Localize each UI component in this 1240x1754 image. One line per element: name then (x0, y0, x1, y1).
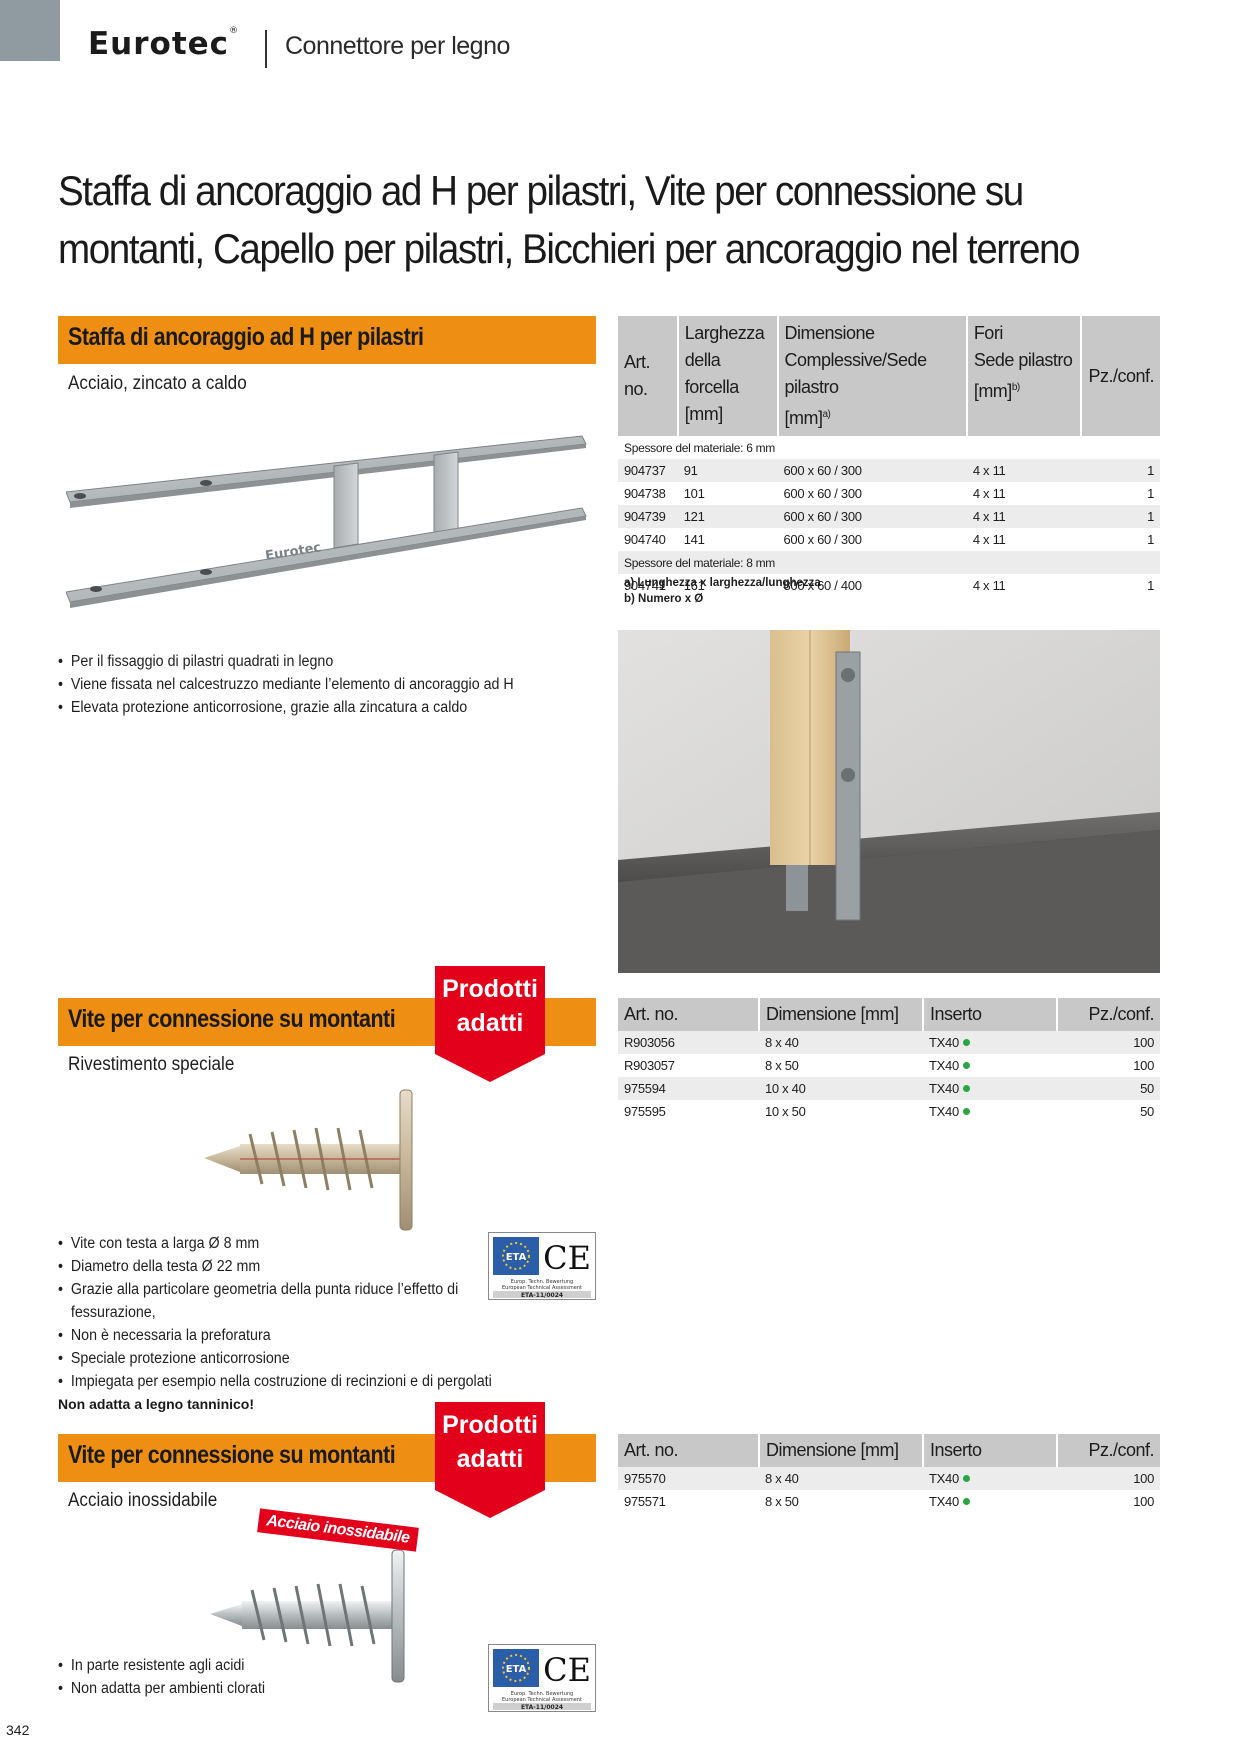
eta-ce-icon: ETA CE Europ. Techn. Bewertung European … (493, 1237, 591, 1299)
svg-text:ETA: ETA (506, 1664, 527, 1675)
section3-badge: Prodotti adatti (435, 1402, 545, 1518)
svg-text:CE: CE (543, 1239, 591, 1277)
table-header-row: Art. no. Dimensione [mm] Inserto Pz./con… (618, 998, 1160, 1031)
section1-bullet: Per il fissaggio di pilastri quadrati in… (58, 650, 514, 673)
tx-drive-dot-icon (962, 1085, 970, 1092)
badge-tip (435, 1054, 545, 1082)
header-divider (265, 30, 267, 68)
svg-text:European Technical Assessment: European Technical Assessment (502, 1285, 582, 1291)
coated-screw-image (204, 1089, 413, 1231)
section2-badge: Prodotti adatti (435, 966, 545, 1082)
installation-photo (618, 630, 1160, 973)
page-title-line-1: Staffa di ancoraggio ad H per pilastri, … (58, 167, 1024, 214)
section2-bullet: Grazie alla particolare geometria della … (58, 1278, 492, 1301)
section1-table-notes: a) Lunghezza x larghezza/lunghezza b) Nu… (624, 577, 821, 605)
section3-eta-ce-mark: ETA CE Europ. Techn. Bewertung European … (488, 1644, 596, 1712)
badge-tip (435, 1490, 545, 1518)
col-header-art: Art. no. (618, 998, 760, 1031)
col-header-pz: Pz./conf. (1057, 1434, 1160, 1467)
col-header-dimensione: Dimensione [mm] (759, 1434, 924, 1467)
section3-spec-table: Art. no. Dimensione [mm] Inserto Pz./con… (618, 1434, 1160, 1513)
stainless-screw-image (210, 1549, 405, 1683)
eta-ce-icon: ETA CE Europ. Techn. Bewertung European … (493, 1649, 591, 1711)
badge-body: Prodotti adatti (435, 966, 545, 1054)
section2-eta-ce-mark: ETA CE Europ. Techn. Bewertung European … (488, 1232, 596, 1300)
col-header-inserto: Inserto (923, 1434, 1058, 1467)
section2-bullet-continuation: fessurazione, (70, 1304, 156, 1321)
tx-drive-dot-icon (962, 1062, 970, 1069)
col-header-dimensione: Dimensione [mm] (759, 998, 924, 1031)
section2-title: Vite per connessione su montanti (68, 1005, 396, 1033)
section1-title: Staffa di ancoraggio ad H per pilastri (68, 323, 424, 351)
section3-bullet: Non adatta per ambienti clorati (58, 1677, 265, 1700)
badge-body: Prodotti adatti (435, 1402, 545, 1490)
table-group-row: Spessore del materiale: 6 mm (624, 440, 775, 455)
section2-bullet: Speciale protezione anticorrosione (58, 1347, 492, 1370)
section2-bullet: Non è necessaria la preforatura (58, 1324, 492, 1347)
col-header-larghezza: Larghezza della forcella [mm] (677, 316, 779, 436)
col-header-art: Art. no. (618, 1434, 760, 1467)
corner-block (0, 0, 60, 61)
tx-drive-dot-icon (962, 1475, 970, 1482)
section3-bullet: In parte resistente agli acidi (58, 1654, 265, 1677)
col-header-pz: Pz./conf. (1081, 316, 1160, 436)
tx-drive-dot-icon (962, 1039, 970, 1046)
svg-text:ETA-11/0024: ETA-11/0024 (521, 1292, 563, 1299)
brand-logo: Eurotec® (88, 26, 240, 62)
section1-title-bar: Staffa di ancoraggio ad H per pilastri (58, 316, 596, 364)
svg-text:Europ. Techn. Bewertung: Europ. Techn. Bewertung (511, 1691, 573, 1697)
header-subtitle: Connettore per legno (285, 32, 510, 60)
svg-text:ETA-11/0024: ETA-11/0024 (521, 1704, 563, 1711)
col-header-dimensione: Dimensione Complessive/Sede pilastro [mm… (777, 316, 968, 436)
table-header-row: Art. no. Dimensione [mm] Inserto Pz./con… (618, 1434, 1160, 1467)
page-number: 342 (6, 1722, 30, 1738)
col-header-pz: Pz./conf. (1057, 998, 1160, 1031)
section2-bullet: Impiegata per esempio nella costruzione … (58, 1370, 492, 1393)
section2-bullet: Diametro della testa Ø 22 mm (58, 1255, 492, 1278)
section1-spec-table: Art. no. Larghezza della forcella [mm] D… (618, 316, 1160, 597)
section3-subtitle: Acciaio inossidabile (68, 1490, 218, 1511)
section1-bullet: Viene fissata nel calcestruzzo mediante … (58, 673, 514, 696)
section2-warning: Non adatta a legno tanninico! (58, 1396, 255, 1412)
section2-bullet: Vite con testa a larga Ø 8 mm (58, 1232, 492, 1255)
table-header-row: Art. no. Larghezza della forcella [mm] D… (618, 316, 1160, 436)
svg-text:Europ. Techn. Bewertung: Europ. Techn. Bewertung (511, 1279, 573, 1285)
col-header-art: Art. no. (618, 316, 679, 436)
section1-bullets: Per il fissaggio di pilastri quadrati in… (58, 650, 553, 719)
section2-bullets: Vite con testa a larga Ø 8 mm Diametro d… (58, 1232, 530, 1393)
h-anchor-image: Eurotec (66, 435, 587, 608)
table-group-row: Spessore del materiale: 8 mm (618, 551, 1160, 574)
col-header-inserto: Inserto (923, 998, 1058, 1031)
svg-text:ETA: ETA (506, 1252, 527, 1263)
section1-subtitle: Acciaio, zincato a caldo (68, 373, 247, 394)
section2-spec-table: Art. no. Dimensione [mm] Inserto Pz./con… (618, 998, 1160, 1123)
section3-bullets: In parte resistente agli acidi Non adatt… (58, 1654, 283, 1700)
section1-bullet: Elevata protezione anticorrosione, grazi… (58, 696, 514, 719)
col-header-fori: Fori Sede pilastro [mm]b) (966, 316, 1083, 436)
page-title-line-2: montanti, Capello per pilastri, Bicchier… (58, 225, 1081, 272)
installation-photo-drawing (618, 630, 1160, 973)
section2-subtitle: Rivestimento speciale (68, 1054, 235, 1075)
page-title: Staffa di ancoraggio ad H per pilastri, … (58, 162, 1098, 278)
section3-title: Vite per connessione su montanti (68, 1441, 396, 1469)
svg-text:European Technical Assessment: European Technical Assessment (502, 1697, 582, 1703)
svg-text:CE: CE (543, 1651, 591, 1689)
tx-drive-dot-icon (962, 1498, 970, 1505)
tx-drive-dot-icon (962, 1108, 970, 1115)
